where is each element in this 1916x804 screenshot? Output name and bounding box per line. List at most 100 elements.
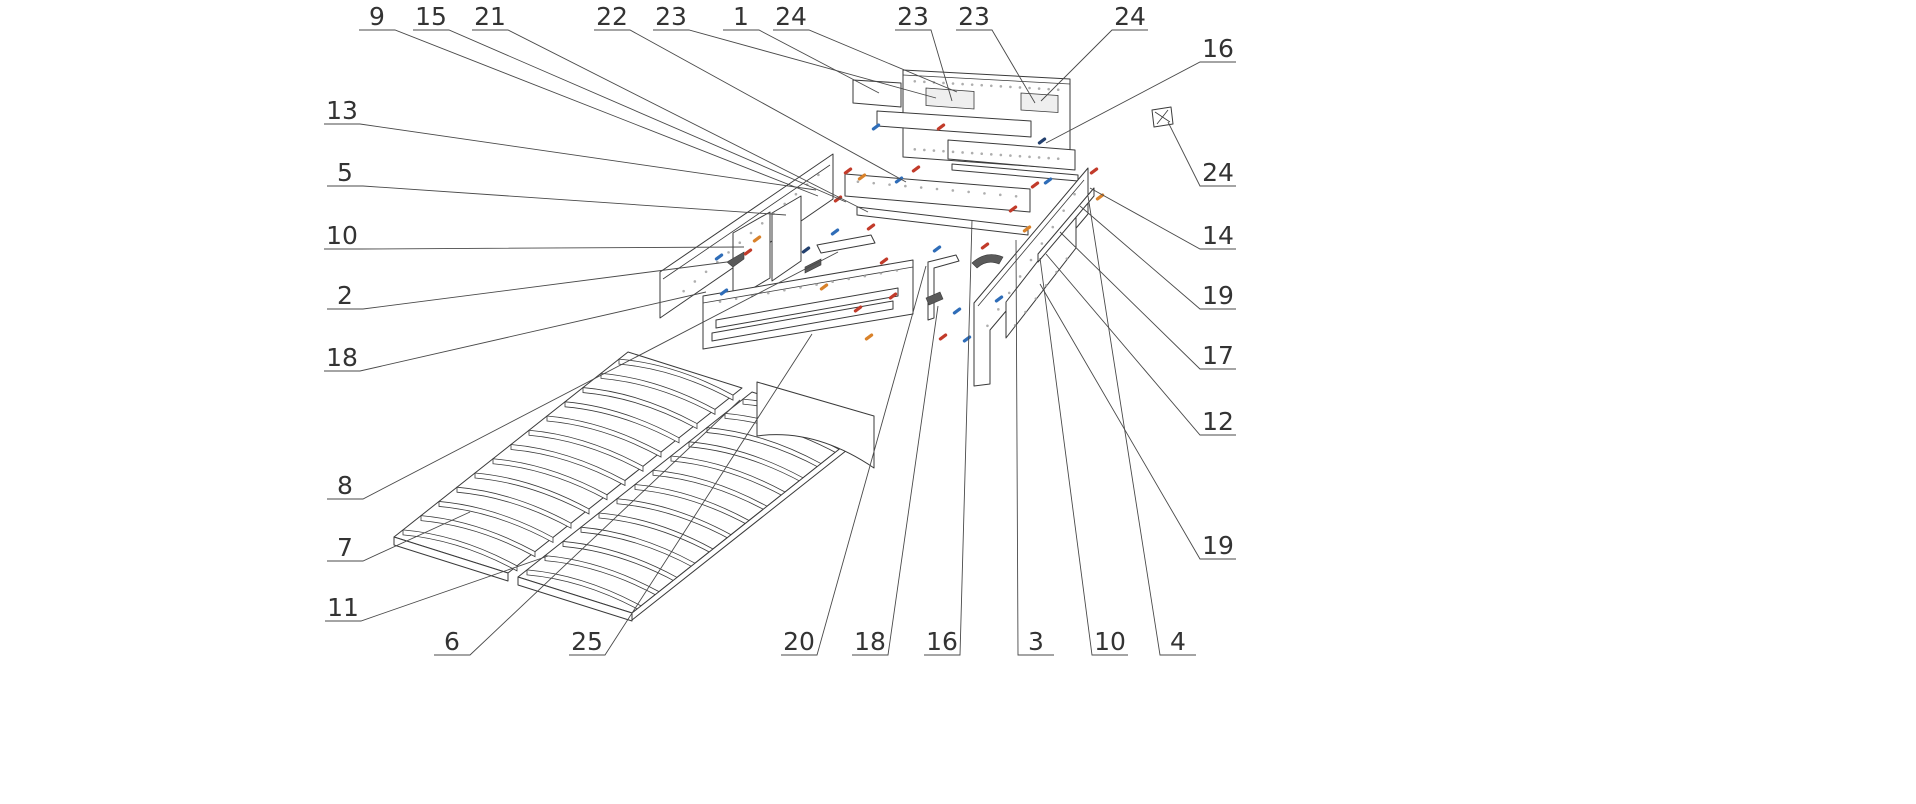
callout-leader-line — [413, 29, 847, 203]
bed-slat — [510, 444, 626, 487]
callout-leader-line — [327, 261, 728, 310]
drill-hole — [879, 271, 883, 275]
callout-10: 10 — [324, 221, 745, 250]
drill-hole — [1055, 270, 1058, 274]
drill-hole — [998, 193, 1002, 197]
callout-number: 10 — [1094, 627, 1126, 656]
drawer-front-top-edge — [702, 266, 914, 304]
callout-21: 21 — [472, 2, 869, 213]
fastener-marker-orange — [864, 333, 874, 341]
fastener-marker-red — [1030, 181, 1040, 189]
callout-leader-line — [1087, 195, 1196, 656]
callout-number: 16 — [1202, 34, 1234, 63]
drill-hole — [997, 308, 1000, 311]
drill-hole — [1073, 192, 1076, 196]
callout-number: 23 — [655, 2, 687, 31]
drill-hole — [999, 153, 1003, 157]
drill-hole — [1028, 86, 1031, 90]
callout-number: 5 — [337, 158, 353, 187]
bracket-mark-left — [726, 251, 745, 268]
callout-leader-line — [324, 123, 817, 191]
drill-hole — [961, 151, 964, 154]
drill-hole — [961, 82, 964, 86]
callout-19: 19 — [1039, 283, 1236, 560]
callout-24: 24 — [1040, 2, 1148, 102]
drawer-side-panel-right — [771, 195, 802, 282]
callout-23: 23 — [895, 2, 953, 102]
fastener-marker-red — [843, 167, 853, 175]
drill-hole — [983, 192, 986, 195]
drill-hole — [1007, 291, 1011, 295]
callout-leader-line — [653, 29, 937, 99]
wall-bracket — [1151, 106, 1174, 128]
bed-slat — [600, 372, 716, 416]
drill-hole — [935, 187, 939, 191]
callout-leader-line — [1039, 257, 1128, 656]
fastener-marker-navy — [801, 246, 811, 254]
callout-number: 12 — [1202, 407, 1234, 436]
drill-hole — [799, 286, 802, 289]
callout-leader-line — [1045, 253, 1236, 436]
callout-number: 10 — [326, 221, 358, 250]
callout-leader-line — [852, 305, 939, 656]
slat-base-left-panel — [393, 351, 743, 582]
bed-slat — [492, 458, 608, 501]
callout-15: 15 — [413, 2, 847, 203]
callout-number: 7 — [337, 533, 353, 562]
wall-bracket-cross-2 — [1156, 109, 1169, 125]
drill-hole — [1040, 242, 1044, 245]
callout-16: 16 — [1045, 34, 1236, 144]
drill-hole — [1029, 258, 1033, 262]
callout-leader-line — [1079, 205, 1236, 310]
bed-slat — [528, 429, 644, 472]
callout-leader-line — [569, 333, 813, 656]
callout-number: 13 — [326, 96, 358, 125]
drawer-runner — [927, 254, 960, 321]
drill-hole — [1056, 88, 1060, 92]
fastener-marker-red — [938, 333, 948, 341]
drill-hole — [970, 151, 974, 155]
drill-hole — [1065, 257, 1069, 260]
callout-16: 16 — [924, 219, 973, 656]
callout-leader-line — [359, 29, 819, 197]
drill-hole — [1028, 155, 1031, 159]
fastener-marker-red — [866, 223, 876, 231]
drill-hole — [727, 251, 730, 254]
drill-hole — [704, 270, 708, 274]
fastener-marker-red — [888, 292, 898, 300]
side-rail-front — [715, 287, 899, 329]
callout-leader-line — [895, 29, 953, 102]
callout-number: 19 — [1202, 531, 1234, 560]
drill-hole — [1018, 154, 1022, 158]
fastener-marker-orange — [752, 235, 762, 243]
fastener-marker-blue — [1043, 177, 1053, 185]
callout-number: 1 — [733, 2, 749, 31]
callout-22: 22 — [594, 2, 907, 183]
fastener-marker-red — [911, 165, 921, 173]
callout-17: 17 — [1059, 231, 1236, 370]
callout-23: 23 — [653, 2, 937, 99]
callout-12: 12 — [1045, 253, 1236, 436]
callout-2: 2 — [327, 261, 728, 310]
callout-number: 4 — [1170, 627, 1186, 656]
drill-hole — [794, 192, 798, 196]
callout-number: 18 — [854, 627, 886, 656]
callout-13: 13 — [324, 96, 817, 191]
callout-leader-line — [594, 29, 907, 183]
center-support-bracket — [816, 234, 876, 254]
fastener-marker-orange — [819, 283, 829, 291]
slat-frame-right-foot-edge — [517, 576, 633, 622]
callout-leader-line — [472, 29, 869, 213]
bed-slat — [618, 358, 734, 401]
callout-leader-line — [1039, 283, 1236, 560]
callout-leader-line — [1045, 61, 1236, 144]
callout-14: 14 — [1089, 187, 1236, 250]
fastener-marker-blue — [719, 288, 729, 296]
callout-24: 24 — [1167, 121, 1236, 187]
callout-leader-line — [924, 219, 973, 656]
callout-20: 20 — [781, 265, 927, 656]
fastener-marker-blue — [871, 123, 881, 131]
callout-18: 18 — [852, 305, 939, 656]
